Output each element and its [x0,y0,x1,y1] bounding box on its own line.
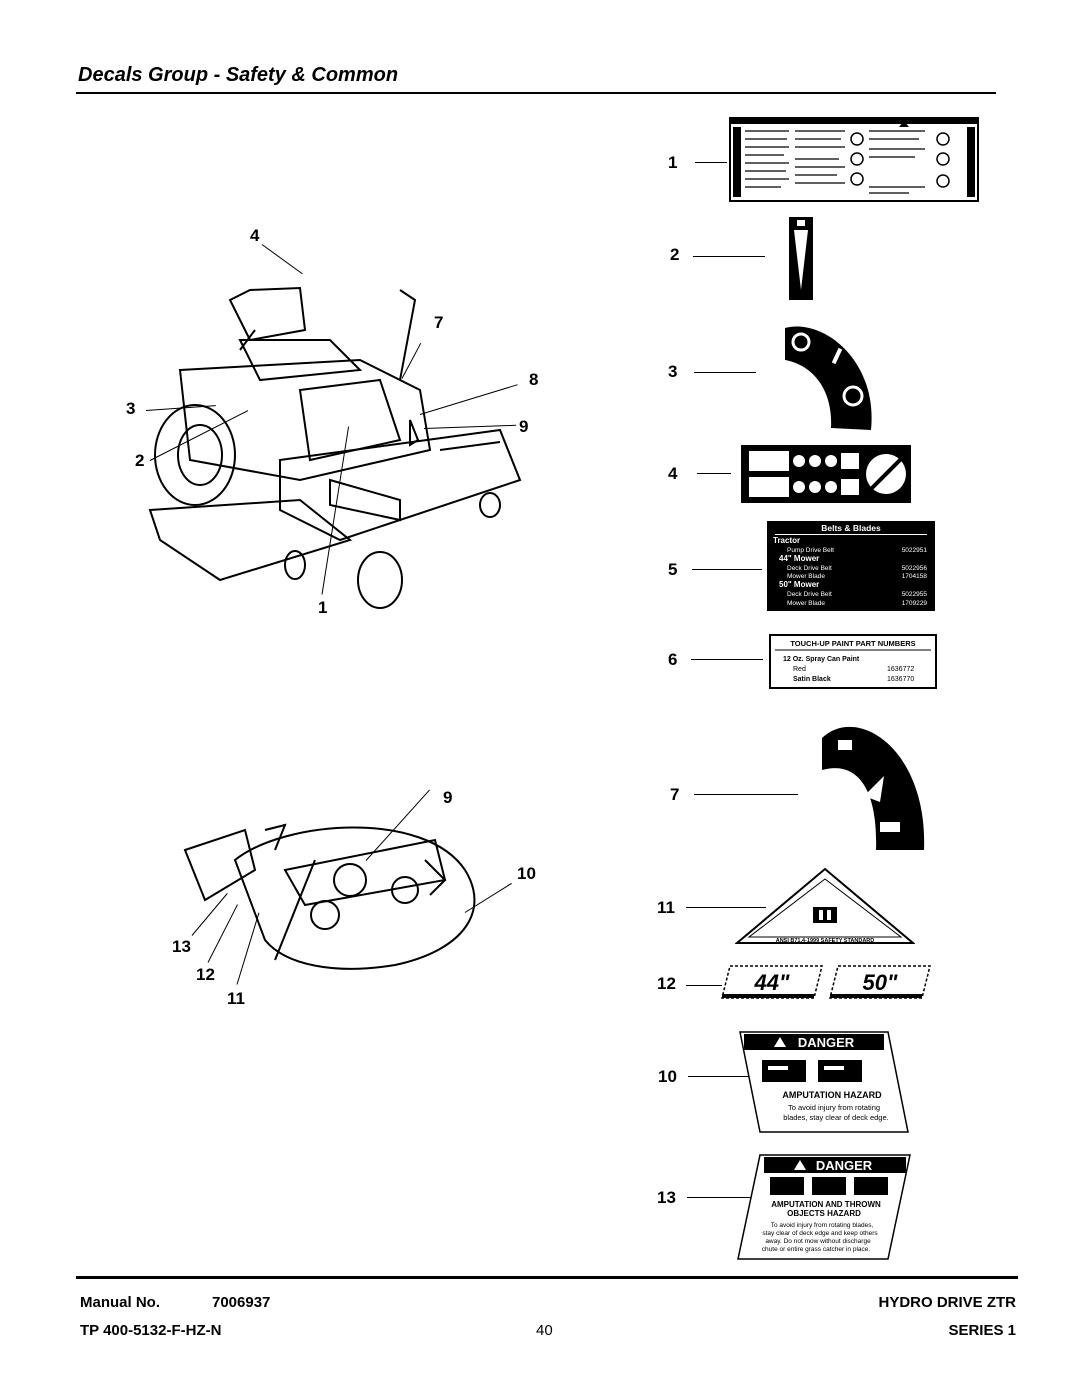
decal10-hazard: AMPUTATION HAZARD [782,1090,882,1100]
tractor-illustration [148,286,522,609]
decal5-pump-no: 5022951 [902,547,928,554]
leader-line [686,907,766,908]
decal-10-danger-amputation: DANGER AMPUTATION HAZARD To avoid injury… [739,1031,909,1133]
callout-decal-4: 4 [668,464,678,483]
decal5-deck50-no: 5022955 [902,591,928,598]
callout-decal-10: 10 [658,1067,677,1086]
callout-decal-6: 6 [668,650,678,669]
decal-5-belts-blades: Belts & Blades Tractor Pump Drive Belt 5… [767,521,935,611]
decal6-red: Red [793,666,806,673]
callout-deck-10: 10 [517,864,536,883]
callout-tractor-2: 2 [135,451,145,470]
callout-decal-12: 12 [657,974,676,993]
leader-line [694,794,798,795]
leader-line [694,372,756,373]
decal-6-paint-numbers: TOUCH-UP PAINT PART NUMBERS 12 Oz. Spray… [769,634,937,689]
leader-line [686,985,722,986]
callout-tractor-9: 9 [519,417,529,436]
decal13-line1: To avoid injury from rotating blades, [771,1222,874,1229]
decal6-black: Satin Black [793,676,831,683]
decal5-blade44: Mower Blade [787,573,825,580]
footer-rule [76,1276,1018,1279]
decal-2-throttle-strip [789,217,813,300]
decal13-line4: chute or entire grass catcher in place. [762,1246,871,1253]
series-label: SERIES 1 [948,1322,1016,1339]
leader-line [692,569,762,570]
leader-line [687,1197,757,1198]
decal6-can: 12 Oz. Spray Can Paint [783,656,860,663]
callout-decal-7: 7 [670,785,680,804]
page-number: 40 [536,1322,553,1339]
callout-tractor-7: 7 [434,313,444,332]
callout-decal-2: 2 [670,245,680,264]
decal-1-safety-label [729,117,979,202]
decal5-mower44: 44" Mower [779,554,819,563]
decal13-hazard2: OBJECTS HAZARD [787,1209,861,1218]
decal10-line1: To avoid injury from rotating [788,1103,880,1112]
decal5-deck44: Deck Drive Belt [787,565,832,572]
decal5-deck50: Deck Drive Belt [787,591,832,598]
callout-tractor-1: 1 [318,598,328,617]
callout-decal-1: 1 [668,153,678,172]
decal-11-certified-triangle: ANSI B71.4-1999 SAFETY STANDARD [735,867,915,944]
callout-tractor-3: 3 [126,399,136,418]
callout-tractor-8: 8 [529,370,539,389]
decal6-red-no: 1636772 [887,666,914,673]
decal12-size1: 44" [754,970,790,995]
callout-decal-11: 11 [657,898,675,917]
leader-line [688,1076,752,1077]
tp-code: TP 400-5132-F-HZ-N [80,1322,222,1339]
decal13-line3: away. Do not mow without discharge [765,1238,871,1245]
callout-deck-13: 13 [172,937,191,956]
header-rule [76,92,996,94]
decal5-tractor: Tractor [773,536,800,545]
decal-12-deck-size: 44" 50" [721,965,931,999]
decal10-line2: blades, stay clear of deck edge. [783,1113,888,1122]
mower-deck-illustration [183,823,476,970]
page-title: Decals Group - Safety & Common [78,64,399,86]
decal5-blade50-no: 1709229 [902,600,928,607]
decal6-black-no: 1636770 [887,676,914,683]
decal5-heading: Belts & Blades [821,523,881,533]
decal5-blade44-no: 1704158 [902,573,928,580]
decal12-size2: 50" [863,970,898,995]
decal13-line2: stay clear of deck edge and keep others [762,1230,878,1237]
decal13-hazard1: AMPUTATION AND THROWN [771,1200,881,1209]
decal5-pump: Pump Drive Belt [787,547,834,554]
manual-label: Manual No. [80,1294,161,1311]
leader-line [695,162,727,163]
decal-3-ignition-arc [785,326,872,430]
decal13-danger: DANGER [816,1158,873,1173]
decal5-mower50: 50" Mower [779,580,819,589]
manual-number: 7006937 [212,1294,271,1311]
leader-line [691,659,763,660]
decal-4-pictogram-label [741,445,911,503]
decal10-danger: DANGER [798,1035,855,1050]
leader-line [693,256,765,257]
decal5-blade50: Mower Blade [787,600,825,607]
decal-7-height-arc [822,726,925,850]
product-name: HYDRO DRIVE ZTR [878,1294,1016,1311]
callout-deck-9: 9 [443,788,453,807]
callout-decal-13: 13 [657,1188,676,1207]
leader-line [697,473,731,474]
callout-tractor-4: 4 [250,226,260,245]
decal5-deck44-no: 5022956 [902,565,928,572]
callout-deck-12: 12 [196,965,215,984]
callout-deck-11: 11 [227,989,245,1008]
callout-decal-5: 5 [668,560,678,579]
decal6-heading: TOUCH-UP PAINT PART NUMBERS [790,639,915,648]
decal11-standard: ANSI B71.4-1999 SAFETY STANDARD [776,938,875,944]
decal-13-danger-thrown-objects: DANGER AMPUTATION AND THROWN OBJECTS HAZ… [737,1154,911,1260]
callout-decal-3: 3 [668,362,678,381]
